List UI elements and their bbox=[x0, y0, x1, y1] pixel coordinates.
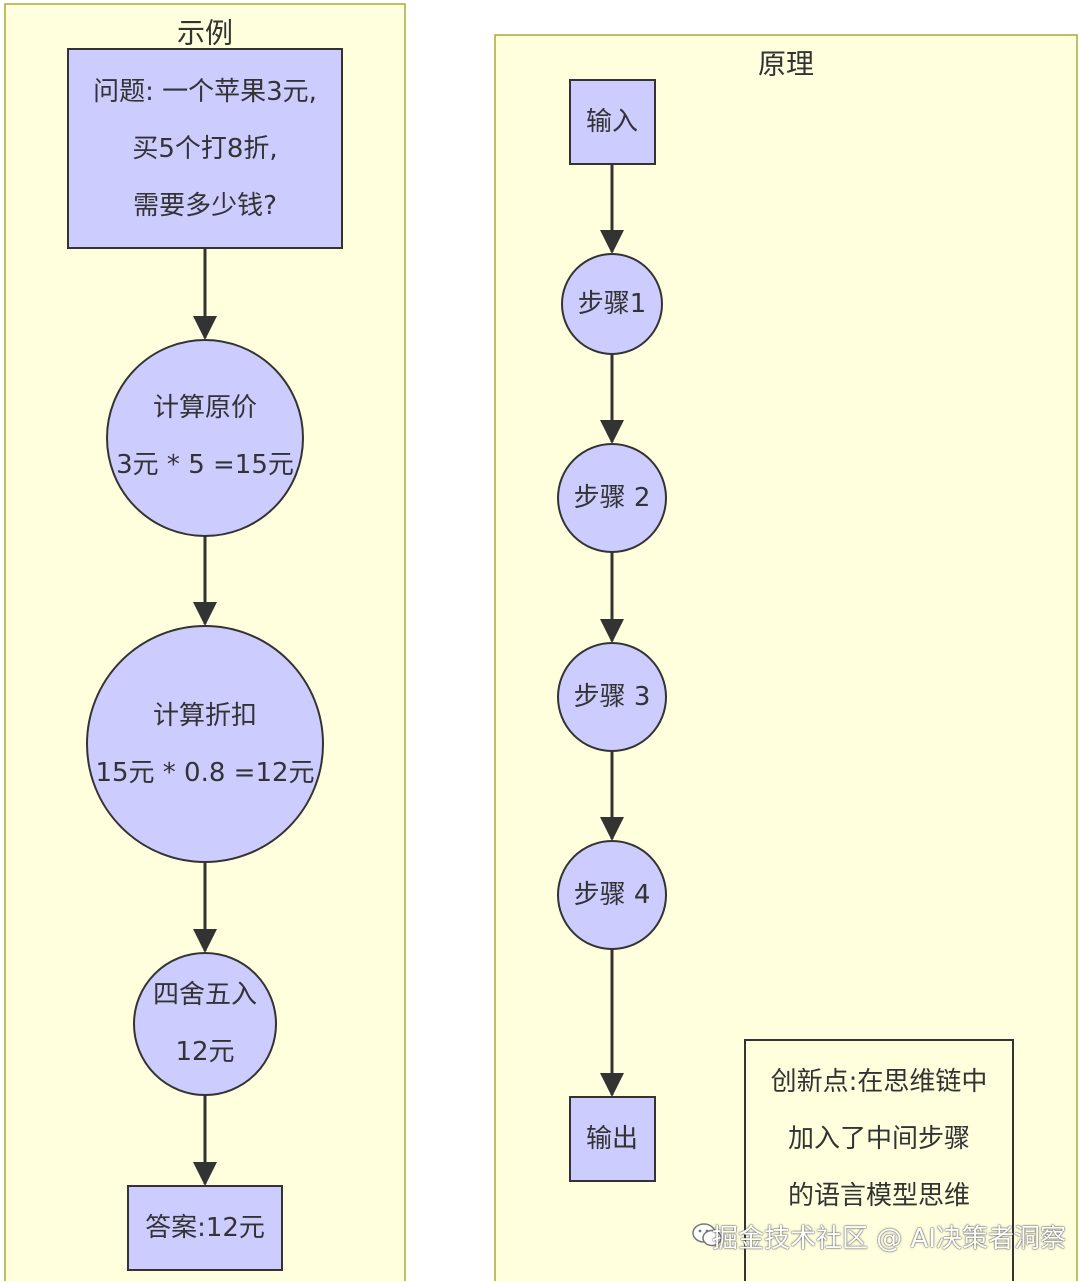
node-calc-discount: 计算折扣 15元 * 0.8 =12元 bbox=[86, 625, 324, 863]
node-calc-price-line-2: 3元 * 5 =15元 bbox=[116, 450, 294, 480]
node-answer-line-1: 答案:12元 bbox=[145, 1213, 265, 1243]
node-step1-label: 步骤1 bbox=[578, 289, 647, 319]
node-question-line-3: 需要多少钱? bbox=[133, 191, 277, 221]
node-question-line-1: 问题: 一个苹果3元, bbox=[93, 77, 317, 107]
node-calc-discount-line-2: 15元 * 0.8 =12元 bbox=[95, 758, 314, 788]
watermark-text: 掘金技术社区 @ AI决策者洞察 bbox=[712, 1224, 1066, 1254]
node-step2-label: 步骤 2 bbox=[574, 483, 651, 513]
node-calc-price-line-1: 计算原价 bbox=[153, 393, 257, 423]
node-output: 输出 bbox=[569, 1096, 656, 1182]
node-step4: 步骤 4 bbox=[557, 840, 667, 950]
node-question: 问题: 一个苹果3元, 买5个打8折, 需要多少钱? bbox=[67, 48, 343, 249]
node-step3: 步骤 3 bbox=[557, 642, 667, 752]
cluster-principle-title: 原理 bbox=[758, 48, 814, 81]
edges-layer bbox=[193, 164, 624, 1186]
note-line-2: 加入了中间步骤 bbox=[788, 1124, 970, 1154]
node-step1: 步骤1 bbox=[561, 253, 663, 355]
node-step4-label: 步骤 4 bbox=[574, 880, 651, 910]
node-step3-label: 步骤 3 bbox=[574, 682, 651, 712]
node-question-line-2: 买5个打8折, bbox=[132, 134, 277, 164]
node-step2: 步骤 2 bbox=[557, 443, 667, 553]
node-rounding-line-1: 四舍五入 bbox=[153, 980, 257, 1010]
note-line-3: 的语言模型思维 bbox=[788, 1181, 970, 1211]
node-rounding-line-2: 12元 bbox=[175, 1037, 234, 1067]
node-calc-discount-line-1: 计算折扣 bbox=[153, 701, 257, 731]
node-calc-price: 计算原价 3元 * 5 =15元 bbox=[106, 339, 304, 537]
node-answer: 答案:12元 bbox=[127, 1185, 283, 1271]
node-output-label: 输出 bbox=[586, 1124, 638, 1154]
node-input: 输入 bbox=[569, 79, 656, 165]
wechat-icon bbox=[692, 1223, 722, 1247]
cluster-example-title: 示例 bbox=[177, 17, 233, 50]
note-line-1: 创新点:在思维链中 bbox=[771, 1067, 988, 1097]
node-rounding: 四舍五入 12元 bbox=[133, 952, 277, 1096]
note-innovation: 创新点:在思维链中 加入了中间步骤 的语言模型思维 bbox=[744, 1039, 1014, 1281]
node-input-label: 输入 bbox=[586, 107, 638, 137]
